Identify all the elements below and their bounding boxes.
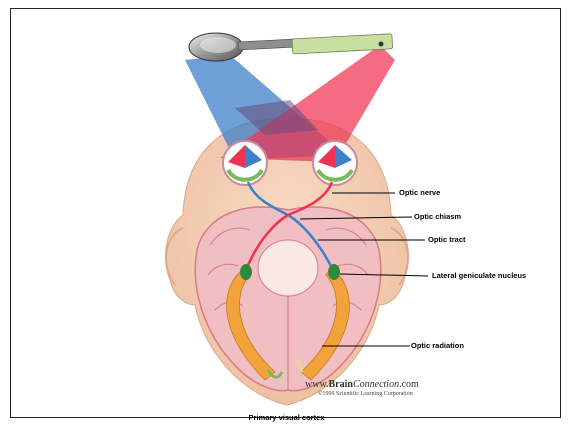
right-eye (313, 141, 357, 185)
brainconnection-watermark: www.BrainConnection.com (305, 379, 419, 390)
left-eye (223, 141, 267, 185)
left-lateral-geniculate (240, 264, 252, 280)
spoon-icon (189, 33, 296, 61)
right-lateral-geniculate (328, 264, 340, 280)
caption-primary-visual-cortex: Primary visual cortex (0, 413, 573, 422)
label-optic-radiation: Optic radiation (411, 341, 464, 350)
label-optic-tract: Optic tract (428, 235, 466, 244)
label-lateral-geniculate-nucleus: Lateral geniculate nucleus (432, 271, 526, 280)
copyright-notice: ©1999 Scientific Learning Corporation (318, 391, 413, 397)
label-optic-nerve: Optic nerve (399, 188, 440, 197)
label-optic-chiasm: Optic chiasm (414, 212, 461, 221)
